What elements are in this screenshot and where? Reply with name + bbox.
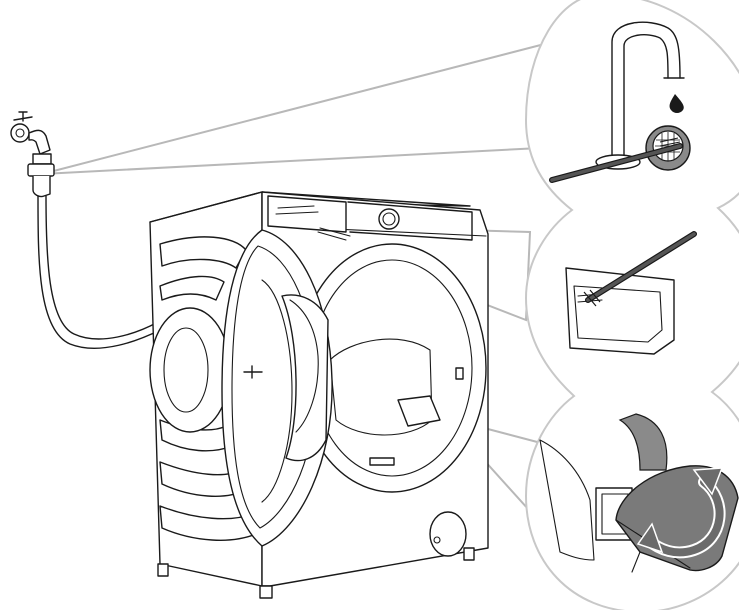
guide-tap-to-inlet (41, 38, 562, 175)
door-lock-slot (455, 367, 464, 380)
callout-drain-valve (539, 413, 739, 573)
open-door (221, 229, 333, 547)
drawer-icon (565, 267, 675, 355)
callout-detergent-drawer (565, 231, 697, 355)
rotate-arrow-icon (644, 478, 724, 557)
wall-tap (10, 111, 55, 198)
callout-inlet-filter (549, 21, 691, 183)
faucet-icon (611, 21, 681, 161)
water-drop-icon (669, 94, 684, 113)
inlet-hose (37, 195, 161, 349)
program-knob (378, 208, 400, 230)
filter-cover (429, 511, 467, 557)
washing-machine (149, 191, 489, 599)
detergent-drawer-slot (267, 195, 347, 233)
side-ribs (149, 236, 257, 541)
